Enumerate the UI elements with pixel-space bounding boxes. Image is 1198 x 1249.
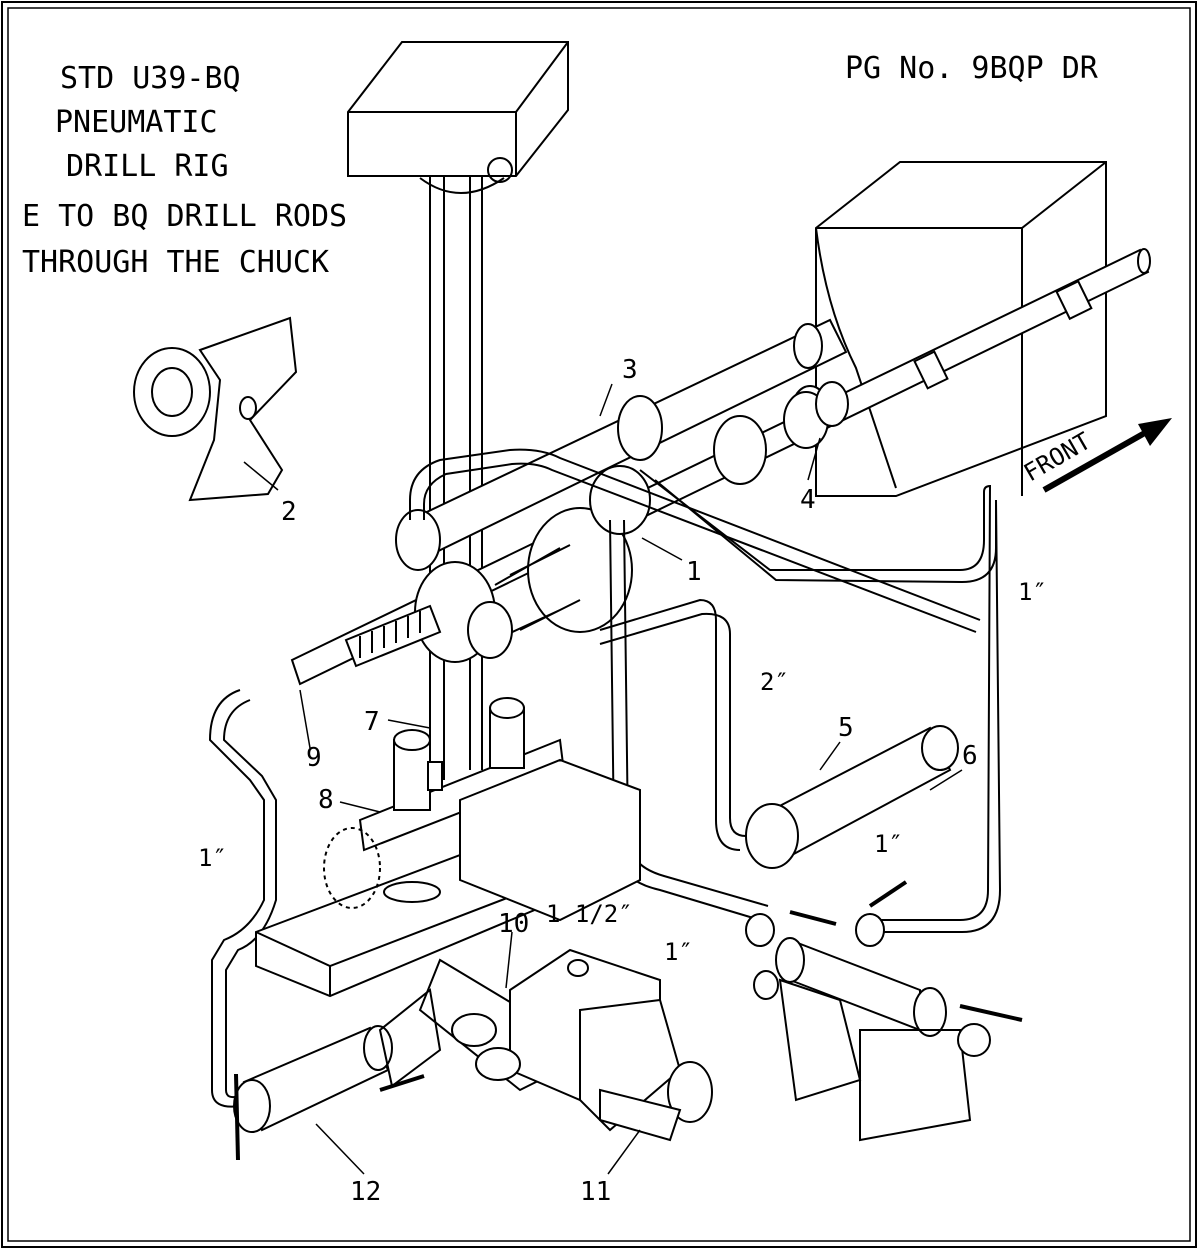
callout-12: 12: [350, 1177, 381, 1207]
callout-1: 1: [686, 557, 702, 587]
callout-9: 9: [306, 743, 322, 773]
title-line-1: STD U39-BQ: [60, 61, 241, 96]
callout-11: 11: [580, 1177, 611, 1207]
leader-lines: [243, 383, 963, 1175]
chuck-clamp-detail: [133, 316, 298, 502]
threaded-rod: [344, 604, 442, 668]
callout-2: 2: [281, 497, 297, 527]
feed-cylinder: [395, 318, 848, 571]
callout-10: 10: [498, 909, 529, 939]
pipe-size-valve: 1″: [664, 938, 693, 966]
pipe-size-right: 1″: [1018, 578, 1047, 606]
pipe-size-1-1-2: 1 1/2″: [546, 900, 633, 928]
air-motor: [579, 998, 713, 1142]
callout-4: 4: [800, 485, 816, 515]
callout-6: 6: [962, 741, 978, 771]
air-receiver: [233, 988, 442, 1161]
pipe-size-muffler: 1″: [874, 830, 903, 858]
top-support-block: [347, 41, 569, 177]
pipe-size-2in: 2″: [760, 668, 789, 696]
title-line-3: DRILL RIG: [66, 149, 229, 184]
callout-3: 3: [622, 355, 638, 385]
callout-8: 8: [318, 785, 334, 815]
front-chuck: [783, 381, 849, 449]
pipe-size-left: 1″: [198, 844, 227, 872]
callout-7: 7: [364, 707, 380, 737]
front-housing: [815, 161, 1107, 497]
page-number: PG No. 9BQP DR: [845, 51, 1099, 86]
muffler: [745, 725, 959, 869]
note-line-1: E TO BQ DRILL RODS: [22, 199, 347, 234]
title-line-2: PNEUMATIC: [55, 105, 218, 140]
main-manifold: [745, 880, 1023, 1142]
note-line-2: THROUGH THE CHUCK: [22, 245, 329, 280]
mast-posts: [419, 157, 513, 780]
callout-5: 5: [838, 713, 854, 743]
